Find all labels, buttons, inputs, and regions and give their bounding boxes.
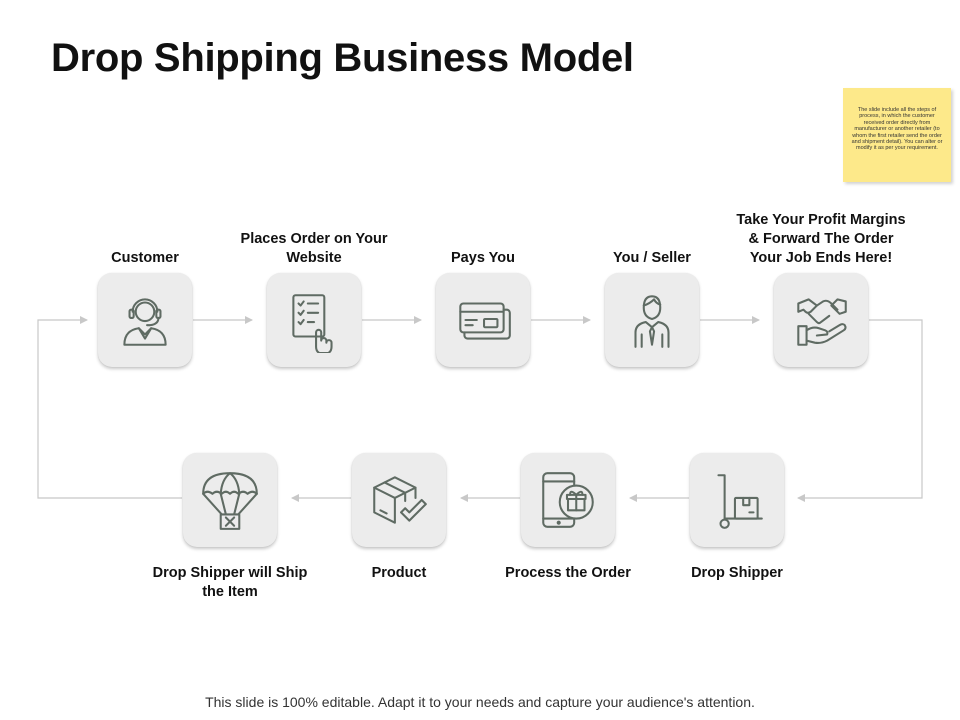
step-box-customer <box>98 273 192 367</box>
step-label-pays-you: Pays You <box>451 250 515 266</box>
order-checklist-icon <box>292 294 333 353</box>
step-label-product: Product <box>371 565 427 581</box>
step-label-places-order: Places Order on Your Website <box>240 231 388 266</box>
step-box-pays-you <box>436 273 530 367</box>
arrow-left-loop <box>37 316 182 499</box>
step-box-take-profit <box>774 273 868 367</box>
arrow-right-loop <box>797 319 923 502</box>
credit-cards-icon <box>459 302 511 340</box>
parachute-box-icon <box>202 472 258 530</box>
customer-support-headset-icon <box>123 298 167 346</box>
step-box-drop-shipper <box>690 453 784 547</box>
seller-person-icon <box>634 295 670 348</box>
phone-gift-icon <box>542 472 594 528</box>
box-check-icon <box>373 476 427 524</box>
step-box-process-order <box>521 453 615 547</box>
step-label-customer: Customer <box>111 250 179 266</box>
handshake-money-icon <box>797 298 847 346</box>
sticky-note: The slide include all the steps of proce… <box>843 88 951 182</box>
step-label-you-seller: You / Seller <box>613 250 691 266</box>
step-box-places-order <box>267 273 361 367</box>
step-box-product <box>352 453 446 547</box>
page-title: Drop Shipping Business Model <box>51 36 634 80</box>
step-label-process-order: Process the Order <box>505 565 631 581</box>
step-label-ship-item: Drop Shipper will Ship the Item <box>152 565 308 600</box>
step-label-drop-shipper: Drop Shipper <box>691 565 783 581</box>
hand-truck-box-icon <box>717 474 763 529</box>
step-box-you-seller <box>605 273 699 367</box>
step-box-ship-item <box>183 453 277 547</box>
footer-caption: This slide is 100% editable. Adapt it to… <box>205 694 755 710</box>
step-label-take-profit: Take Your Profit Margins & Forward The O… <box>736 212 906 266</box>
